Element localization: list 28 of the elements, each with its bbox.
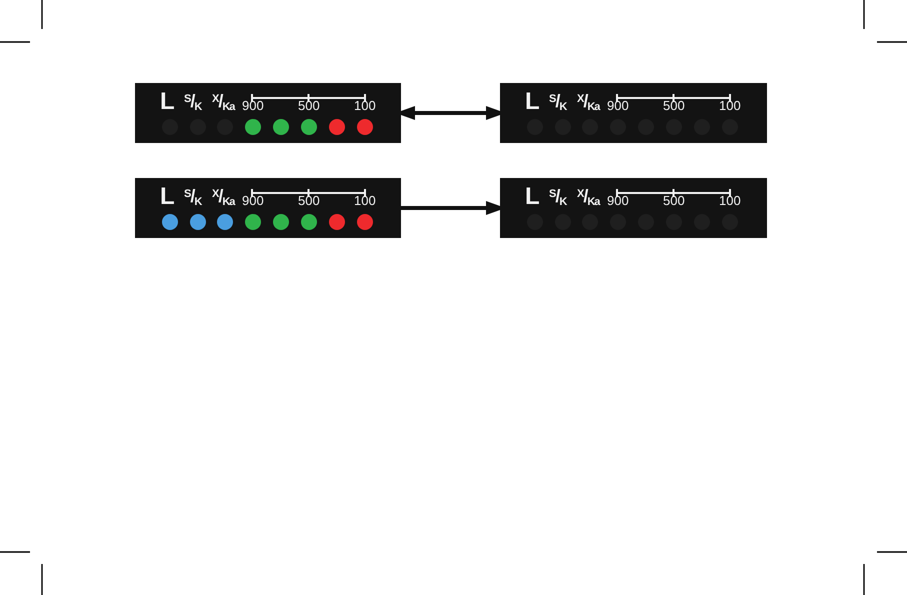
band-label: L xyxy=(525,90,540,114)
band-label: L xyxy=(160,90,175,114)
band-label: $^{S}$/$_{K}$ xyxy=(184,92,202,110)
band-label: $^{X}$/$_{Ka}$ xyxy=(212,92,234,110)
band-label: L xyxy=(525,185,540,209)
scale-number: 500 xyxy=(298,99,320,112)
scale-number: 500 xyxy=(663,99,685,112)
scale-number: 900 xyxy=(242,194,264,207)
scale-number: 100 xyxy=(354,194,376,207)
display-panel xyxy=(500,83,767,143)
scale-number: 500 xyxy=(663,194,685,207)
scale-number: 100 xyxy=(354,99,376,112)
scale-number: 100 xyxy=(719,99,741,112)
band-label: L xyxy=(160,185,175,209)
scale-number: 500 xyxy=(298,194,320,207)
scale-number: 100 xyxy=(719,194,741,207)
display-panel xyxy=(500,178,767,238)
band-label: $^{S}$/$_{K}$ xyxy=(549,92,566,110)
band-label: $^{X}$/$_{Ka}$ xyxy=(212,187,234,205)
scale-number: 900 xyxy=(607,194,629,207)
band-label: $^{S}$/$_{K}$ xyxy=(549,187,566,205)
display-panel xyxy=(135,178,401,238)
band-label: $^{X}$/$_{Ka}$ xyxy=(577,92,600,110)
band-label: $^{S}$/$_{K}$ xyxy=(184,187,202,205)
scale-number: 900 xyxy=(242,99,264,112)
display-panel xyxy=(135,83,401,143)
scale-number: 900 xyxy=(607,99,629,112)
band-label: $^{X}$/$_{Ka}$ xyxy=(577,187,600,205)
